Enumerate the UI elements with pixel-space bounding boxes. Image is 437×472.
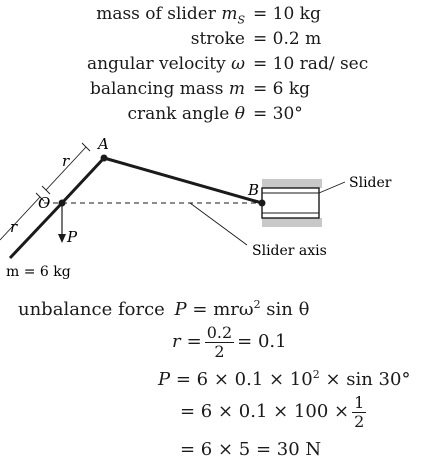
solution-tail: × sin 30° [325,369,411,390]
slider-guide-bottom [262,218,322,227]
joint-A [100,154,108,162]
solution-rhs: = mrω [192,299,254,320]
fraction-denominator: 2 [214,341,225,361]
force-P-arrowhead [58,234,66,243]
dimension-r-top [45,146,87,191]
given-label: crank angle [127,104,230,124]
balance-arm [8,201,64,260]
solution-line-5: = 6 × 5 = 30 N [180,439,322,460]
label-P: P [66,228,78,246]
dimension-r-bottom-tick [35,192,45,202]
solution-tail: sin θ [266,299,310,320]
given-value: = 6 kg [253,79,311,99]
given-symbol: m [221,4,238,24]
solution-line-3: P = 6 × 0.1 × 102 × sin 30° [158,368,411,390]
solution-rhs: = 6 × 0.1 × 10 [175,369,313,390]
given-value: = 0.2 m [253,29,322,49]
given-symbol: ω [231,54,245,74]
solution-label: unbalance force [18,299,165,320]
label-r-top: r [62,152,70,170]
solution-line-1: unbalance force P = mrω2 sin θ [18,298,310,320]
solution-line-2: r = 0.2 2 = 0.1 [172,322,287,362]
solution-tail: = 0.1 [237,331,287,352]
given-symbol: θ [234,104,245,124]
fraction-1-over-2: 1 2 [352,392,367,431]
given-symbol: m [228,79,245,99]
label-A: A [96,135,109,153]
fraction-denominator: 2 [354,411,365,431]
given-subscript: S [237,13,245,27]
label-O: O [38,194,50,212]
given-value: = 30° [253,104,303,124]
connecting-rod [103,156,263,205]
joint-B [258,199,266,207]
dimension-r-top-tick [81,142,91,152]
solution-exponent: 2 [312,368,320,381]
label-B: B [247,181,259,199]
solution-exponent: 2 [253,298,261,311]
slider-crank-diagram: A O B r r P m = 6 kg Slider Slider axis [0,135,392,280]
given-label: angular velocity [86,54,226,74]
given-value: = 10 kg [253,4,321,24]
slider-axis-leader [189,202,248,246]
given-label: stroke [190,29,245,49]
given-value: = 10 rad/ sec [253,54,369,74]
label-slider: Slider [349,175,392,191]
joint-O [58,199,66,207]
label-r-bottom: r [10,218,18,236]
dimension-r-top-tick [41,185,51,195]
label-slider-axis: Slider axis [252,243,327,259]
solution-lhs: P [174,299,187,320]
solution-rhs: = 6 × 0.1 × 100 × [180,401,350,422]
slider-leader [318,181,346,194]
label-mass: m = 6 kg [6,264,71,280]
dimension-r-bottom [0,196,41,241]
solution-line-4: = 6 × 0.1 × 100 × 1 2 [180,392,369,432]
crank-arm [60,156,106,205]
slider-guide-top [262,179,322,188]
given-label: mass of slider [96,4,216,24]
solution-lhs: P [158,369,171,390]
fraction-numerator: 1 [352,392,367,413]
fraction-0.2-over-2: 0.2 2 [204,322,235,361]
fraction-numerator: 0.2 [204,322,235,343]
solution-lhs: r [172,331,181,352]
given-label: balancing mass [90,79,224,99]
solution-equals: = [186,331,202,352]
